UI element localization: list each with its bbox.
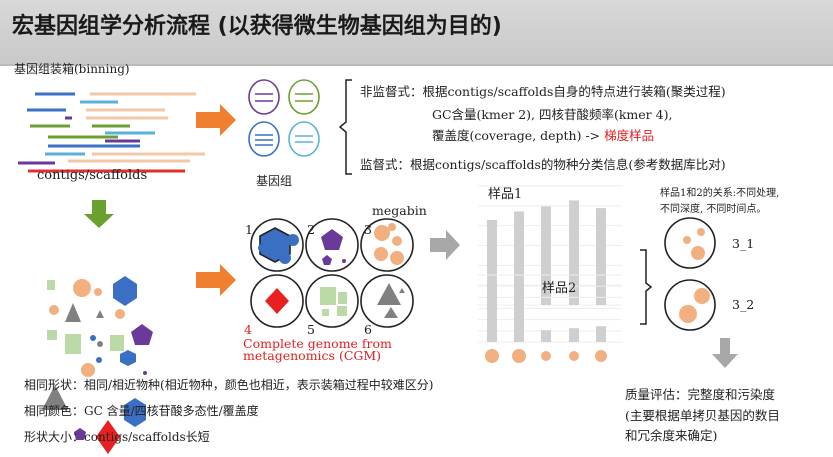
unsupervised-line1: 非监督式：根据contigs/scaffolds自身的特点进行装箱(聚类过程) bbox=[360, 84, 726, 99]
brace-1 bbox=[338, 79, 352, 175]
legend-size: 形状大小：contigs/scaffolds长短 bbox=[24, 430, 210, 444]
contig-lines bbox=[18, 92, 205, 173]
bar-1-3 bbox=[541, 206, 551, 305]
bar-1-4 bbox=[569, 200, 579, 305]
gray-arrow-2 bbox=[712, 338, 738, 368]
relation-note-2: 不同深度, 不同时间点。 bbox=[660, 204, 767, 215]
mixed-shapes bbox=[42, 276, 153, 454]
supervised-line: 监督式：根据contigs/scaffolds的物种分类信息(参考数据库比对) bbox=[360, 157, 726, 172]
bar-2-5 bbox=[596, 326, 606, 342]
unsupervised-line2: GC含量(kmer 2), 四核苷酸频率(kmer 4), bbox=[432, 107, 673, 122]
bin-label-6: 6 bbox=[364, 322, 372, 337]
bar-2-2 bbox=[514, 281, 524, 342]
cgm-line-1: Complete genome from bbox=[243, 336, 392, 351]
coverage-text: 覆盖度(coverage, depth) -> bbox=[432, 128, 605, 143]
sample1-label: 样品1 bbox=[488, 187, 523, 202]
bar-2-3 bbox=[541, 330, 551, 342]
legend-color: 相同颜色：GC 含量/四核苷酸多态性/覆盖度 bbox=[24, 404, 259, 418]
subbin-label-3-1: 3_1 bbox=[732, 236, 755, 251]
gray-arrow-1 bbox=[430, 230, 460, 260]
sample2-label: 样品2 bbox=[542, 281, 577, 296]
bar-1-5 bbox=[596, 208, 606, 305]
quality-line1: 质量评估：完整度和污染度 bbox=[625, 387, 776, 402]
quality-line3: 和冗余度来确定) bbox=[625, 428, 718, 443]
bin-abundance-dot bbox=[512, 349, 526, 363]
orange-arrow-1 bbox=[196, 104, 236, 136]
bin-abundance-dot bbox=[569, 351, 579, 361]
genome-circles bbox=[248, 79, 320, 157]
bar-2-1 bbox=[487, 282, 497, 342]
bar-1-1 bbox=[487, 220, 497, 305]
bin-label-4: 4 bbox=[244, 322, 252, 337]
binning-label: 基因组装箱(binning) bbox=[14, 62, 130, 76]
gradient-samples-text: 梯度样品 bbox=[604, 128, 655, 143]
contigs-label: contigs/scaffolds bbox=[37, 168, 148, 183]
bin-label-3: 3 bbox=[364, 222, 372, 237]
page-title: 宏基因组学分析流程 (以获得微生物基因组为目的) bbox=[12, 14, 502, 39]
bin-abundance-dot bbox=[541, 351, 551, 361]
bar-charts bbox=[478, 185, 622, 363]
bin-circles bbox=[250, 218, 414, 328]
unsupervised-line3: 覆盖度(coverage, depth) -> 梯度样品 bbox=[432, 125, 654, 144]
subbin-label-3-2: 3_2 bbox=[732, 297, 755, 312]
bin-label-5: 5 bbox=[307, 322, 315, 337]
title-bar bbox=[0, 0, 833, 66]
bin-abundance-dot bbox=[485, 349, 499, 363]
legend-shape: 相同形状：相同/相近物种(相近物种，颜色也相近，表示装箱过程中较难区分) bbox=[24, 378, 434, 392]
bar-1-2 bbox=[514, 211, 524, 305]
bar-2-4 bbox=[569, 328, 579, 342]
bin-abundance-dot bbox=[595, 350, 607, 362]
brace-2 bbox=[640, 249, 653, 325]
genome-label: 基因组 bbox=[256, 174, 293, 188]
cgm-line-2: metagenomics (CGM) bbox=[243, 348, 382, 363]
bin-label-1: 1 bbox=[245, 222, 253, 237]
green-arrow bbox=[84, 200, 114, 228]
orange-arrow-2 bbox=[196, 264, 236, 296]
quality-line2: (主要根据单拷贝基因的数目 bbox=[625, 408, 780, 423]
bin-label-2: 2 bbox=[307, 222, 315, 237]
relation-note-1: 样品1和2的关系:不同处理, bbox=[660, 188, 780, 199]
subbin-circles bbox=[664, 217, 716, 331]
megabin-label: megabin bbox=[372, 203, 427, 218]
